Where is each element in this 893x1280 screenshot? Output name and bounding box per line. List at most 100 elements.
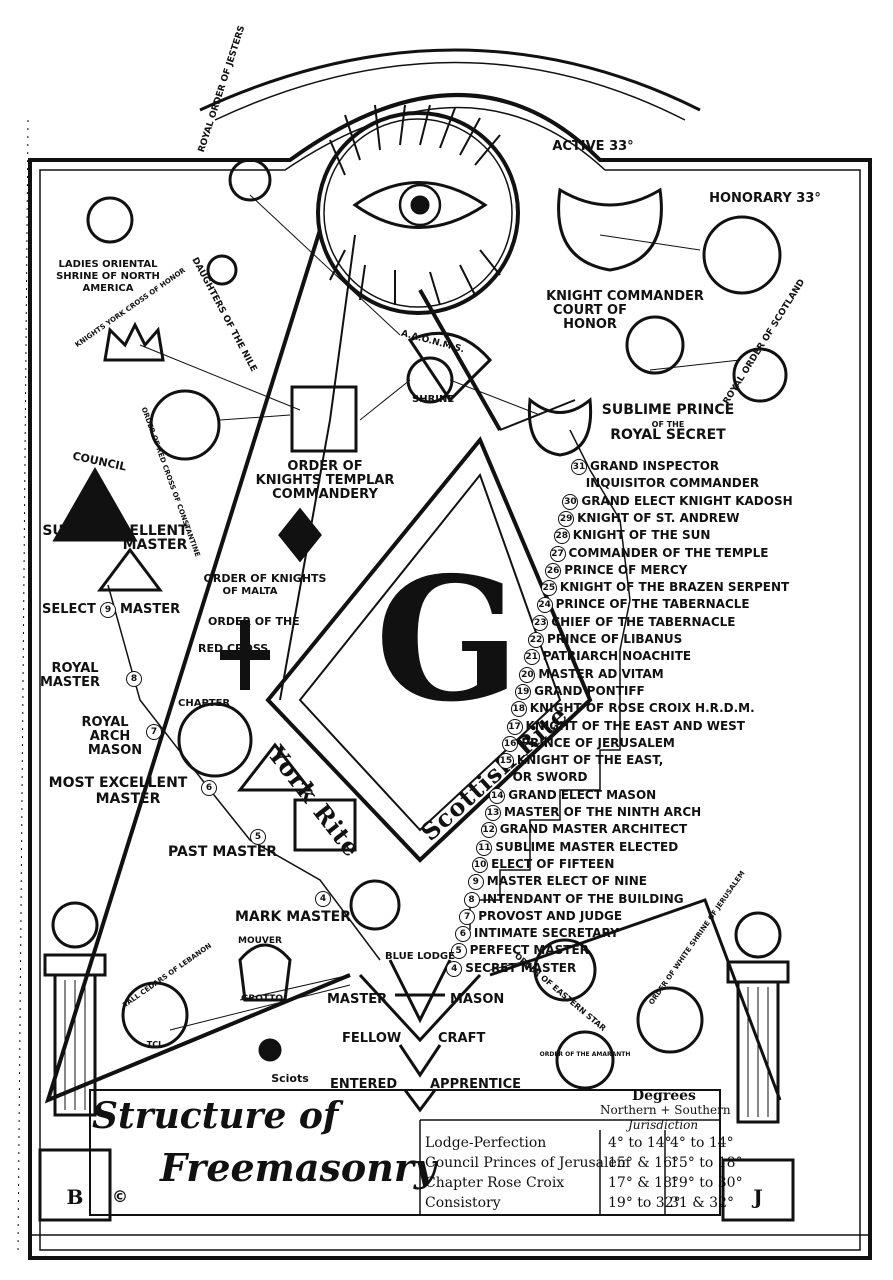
ladies-oriental-label-2: Shrine of North: [56, 271, 160, 282]
square-outer: [265, 436, 593, 863]
scottish-degree-label: Master Elect of Nine: [486, 874, 648, 889]
scottish-degree-label: Prince of Jerusalem: [521, 735, 675, 750]
eye-rays: [329, 104, 501, 306]
ladies-oriental-emblem: [86, 196, 134, 244]
knights-templar-label-2: Knights Templar: [255, 473, 395, 488]
knights-templar-emblem: [290, 385, 358, 453]
york-degree-7: 7: [146, 724, 162, 740]
mark-master-emblem: [349, 879, 401, 931]
table-southern-degrees: 19° to 30°: [670, 1175, 743, 1191]
table-northern-degrees: 15° & 16°: [608, 1155, 679, 1171]
scottish-degree-18-number: 18: [510, 701, 527, 718]
scottish-degree-21-number: 21: [523, 649, 540, 666]
super-excellent-label-2: Master: [122, 537, 188, 553]
past-master-label: Past Master: [168, 844, 278, 860]
scottish-degree-26-number: 26: [545, 562, 562, 579]
scottish-degree-23-number: 23: [532, 614, 549, 631]
scottish-degree-9-number: 9: [467, 874, 484, 891]
royal-arch-label-1: Royal: [81, 715, 129, 730]
bible-emblem: [293, 798, 357, 852]
table-southern-degrees: 4° to 14°: [670, 1135, 734, 1151]
kcch-emblem: [625, 315, 685, 375]
royal-arch-label-2: Arch: [89, 729, 131, 744]
jesters-emblem: [228, 158, 272, 202]
scottish-degree-22-number: 22: [528, 632, 544, 648]
scottish-degree-29-number: 29: [558, 510, 575, 527]
red-cross-constantine-emblem: [149, 389, 221, 461]
scottish-degree-14-number: 14: [489, 787, 506, 804]
scottish-degree-6-number: 6: [454, 926, 471, 943]
fellow-craft-label-b: Craft: [438, 1031, 486, 1046]
super-excellent-label-1: Super Excellent: [42, 523, 188, 539]
scottish-degree-12-number: 12: [480, 822, 497, 839]
scottish-degree-label: Knight of Rose Croix H.R.D.M.: [529, 701, 755, 716]
scottish-degree-20-number: 20: [519, 666, 536, 683]
scottish-degree-4-number: 4: [446, 960, 463, 977]
scottish-degree-label: Provost and Judge: [478, 908, 623, 923]
knight-commander-label-3: Honor: [563, 317, 617, 332]
scottish-degree-8-number: 8: [463, 891, 480, 908]
table-header-1: Degrees: [632, 1088, 696, 1104]
table-header-3: Jurisdiction: [628, 1118, 699, 1132]
table-southern-degrees: 15° to 18°: [670, 1155, 743, 1171]
ladies-oriental-label-1: Ladies Oriental: [58, 259, 158, 270]
shrine-emblem: [407, 331, 493, 403]
table-northern-degrees: 17° & 18°: [608, 1175, 679, 1191]
letter-g: G: [375, 540, 521, 740]
bottom-panel: [89, 1089, 721, 1216]
knight-commander-label-1: Knight Commander: [546, 289, 704, 304]
double-eagle-33: [557, 187, 663, 272]
top-arch: [199, 48, 701, 112]
red-cross-label-2: Red Cross: [198, 642, 269, 655]
scottish-degree-label: Patriarch Noachite: [542, 649, 692, 664]
shrine-bottom-label: Shrine: [412, 394, 455, 405]
scottish-degree-label: Knight of the East and West: [525, 718, 745, 733]
sublime-prince-label-2: of the: [651, 420, 685, 429]
scottish-degree-label: Grand Master Architect: [499, 822, 688, 837]
copyright-mark: ©: [112, 1187, 128, 1206]
scottish-degree-31-number: 31: [571, 459, 587, 475]
pillar-b: [38, 901, 112, 1222]
scottish-degree-label: Master ad Vitam: [538, 666, 664, 681]
sciots-label: Sciots: [271, 1072, 309, 1085]
pillar-b-label: B: [66, 1185, 84, 1209]
super-excellent-triangle: [97, 547, 163, 592]
malta-cross: [278, 507, 322, 563]
scottish-degree-label: Knight of the East,: [516, 753, 664, 768]
scottish-degree-10-number: 10: [472, 856, 489, 873]
master-mason-label-a: Master: [327, 992, 388, 1007]
tall-cedars-emblem: [121, 981, 189, 1049]
daughters-nile-emblem: [206, 254, 238, 286]
pillar-j: [721, 911, 795, 1222]
knight-commander-label-2: Court of: [553, 303, 627, 318]
active-33-label: Active 33°: [552, 139, 634, 154]
scottish-degree-25-number: 25: [540, 580, 557, 597]
chapter-emblem: [177, 702, 253, 778]
table-northern-degrees: 4° to 14°: [608, 1135, 672, 1151]
most-excellent-label-2: Master: [95, 791, 161, 807]
jurisdiction-emblem: [236, 742, 314, 792]
chapter-label: Chapter: [178, 698, 231, 709]
outer-frame: [28, 93, 872, 1260]
york-degree-9: 9: [100, 602, 116, 618]
tcl-label: TCL: [146, 1040, 164, 1049]
scottish-degree-label: Prince of Mercy: [564, 562, 688, 577]
royal-master-label-2: Master: [39, 675, 101, 690]
scottish-degree-label: Knight of the Brazen Serpent: [559, 580, 790, 595]
scottish-degree-label: Knight of St. Andrew: [577, 510, 740, 525]
table-southern-degrees: 31 & 32°: [670, 1195, 734, 1211]
mark-master-label: Mark Master: [235, 909, 352, 925]
select-master-label-a: Select: [42, 602, 96, 617]
scottish-degree-label: Sublime Master Elected: [495, 839, 679, 854]
grotto-label: Grotto: [240, 994, 284, 1004]
grotto-emblem: [238, 943, 292, 1002]
scottish-degree-label: Elect of Fifteen: [491, 856, 615, 871]
scottish-degree-5-number: 5: [450, 943, 467, 960]
table-body-name: Council Princes of Jerusalem: [425, 1155, 631, 1171]
scottish-degree-label: Perfect Master: [469, 943, 589, 958]
knights-templar-label-3: Commandery: [272, 487, 378, 502]
sciots-emblem: [258, 1038, 282, 1062]
royal-arch-label-3: Mason: [87, 743, 143, 758]
red-cross-emblem: [220, 620, 270, 690]
york-degree-6: 6: [201, 780, 217, 796]
